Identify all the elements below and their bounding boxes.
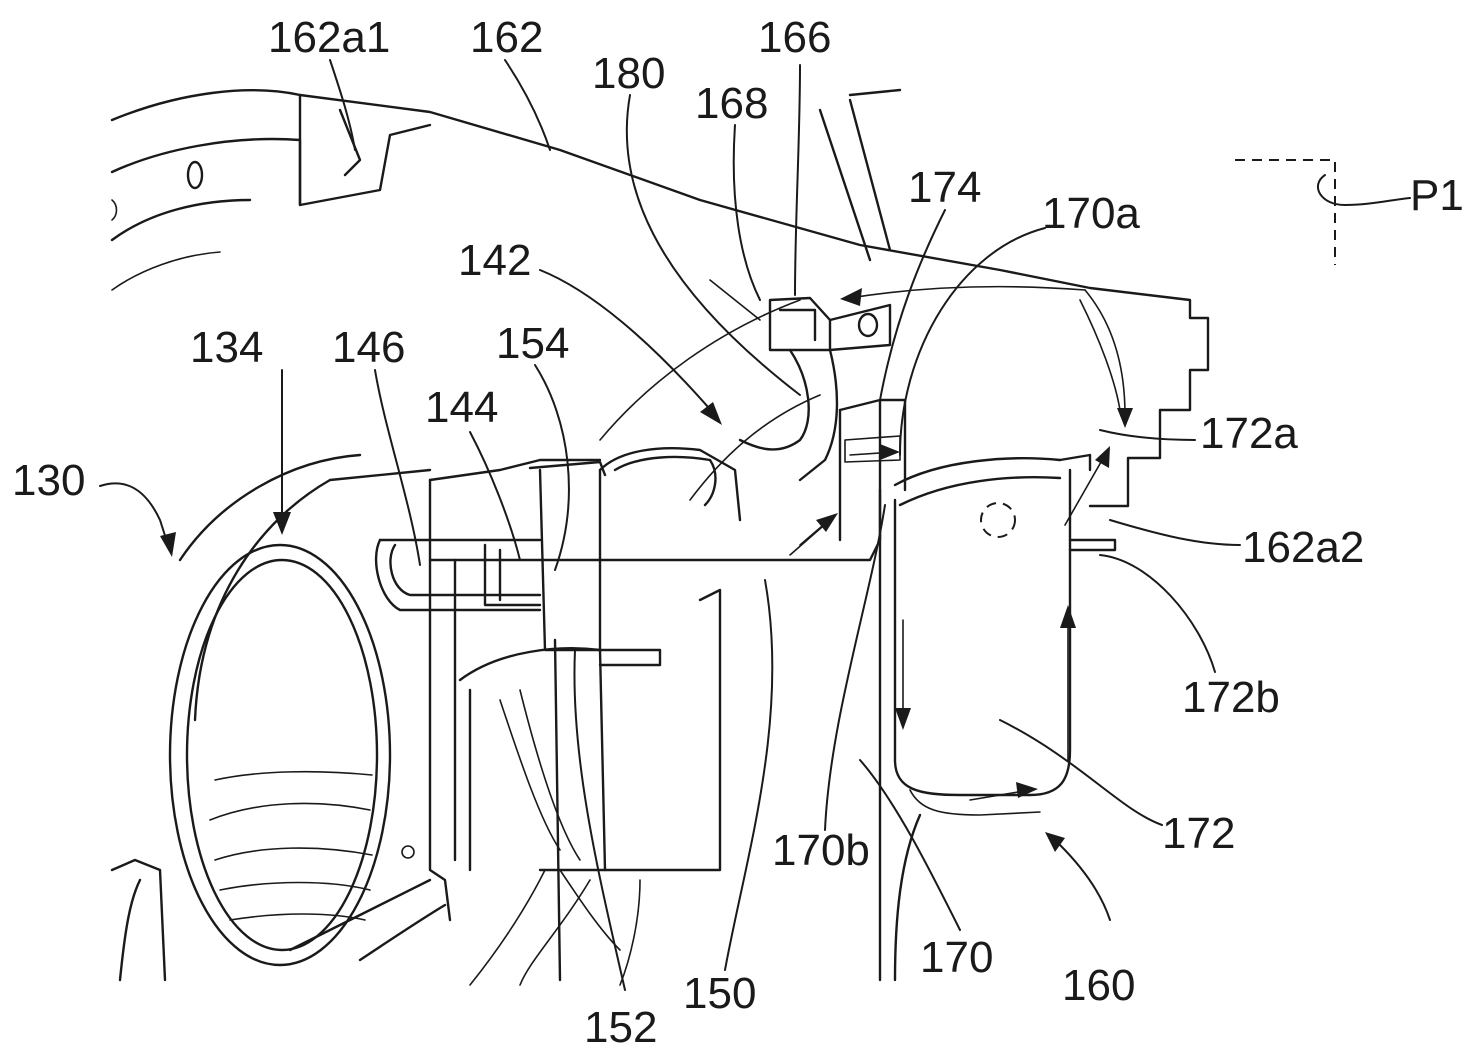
label-144: 144 [425,383,498,432]
plane-marker-p1 [1235,159,1411,265]
label-174: 174 [908,163,981,212]
valve-body-166 [738,296,892,482]
label-154: 154 [496,319,569,368]
label-142: 142 [458,236,531,285]
label-p1: P1 [1410,171,1464,220]
label-130: 130 [12,456,85,505]
hose-146 [374,538,542,612]
label-150: 150 [683,969,756,1018]
bracket-152 [528,460,607,982]
label-162: 162 [470,13,543,62]
label-162a2: 162a2 [1242,523,1364,572]
label-162a1: 162a1 [268,13,390,62]
flow-arrows [789,285,1133,801]
canister-170 [878,453,1117,982]
label-172a: 172a [1200,409,1298,458]
ring-130 [110,453,447,982]
drawing-body [110,88,1210,986]
reference-labels: 162a1 162 166 180 168 174 170a P1 142 13… [12,13,1464,1052]
label-170b: 170b [772,826,870,875]
label-168: 168 [695,79,768,128]
label-180: 180 [592,49,665,98]
label-134: 134 [190,323,263,372]
leader-lines [99,59,1241,991]
label-172b: 172b [1182,673,1280,722]
housing-162 [110,88,1210,508]
label-170: 170 [920,933,993,982]
label-146: 146 [332,323,405,372]
label-160: 160 [1062,961,1135,1010]
label-172: 172 [1162,809,1235,858]
label-166: 166 [758,13,831,62]
label-170a: 170a [1042,189,1140,238]
lower-loop [458,647,662,986]
label-152: 152 [584,1003,657,1052]
